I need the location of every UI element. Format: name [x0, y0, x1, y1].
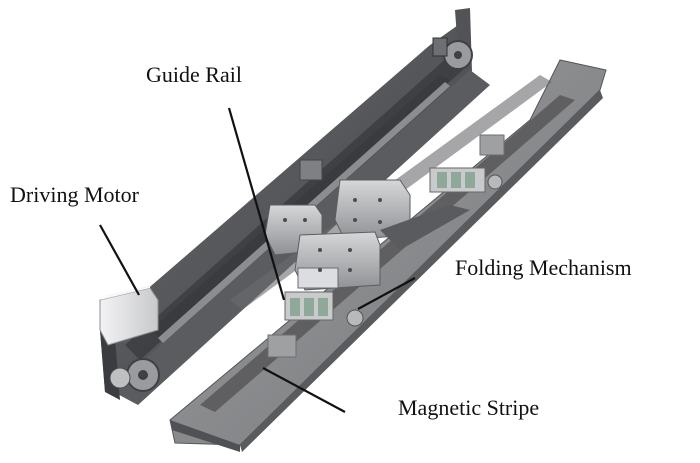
pulley-icon-rear — [432, 37, 473, 70]
leader-magnetic-stripe — [262, 367, 346, 413]
leader-driving-motor — [99, 224, 140, 296]
pulley-icon — [109, 358, 160, 392]
guide-rail-label: Guide Rail — [146, 62, 242, 87]
spring-icon-rear — [429, 167, 503, 193]
spring-icon — [284, 291, 364, 327]
driving-motor-label: Driving Motor — [10, 182, 139, 207]
pad-rear — [479, 134, 505, 156]
bracket — [299, 159, 323, 181]
pad-front — [267, 334, 297, 358]
folding-mechanism-label: Folding Mechanism — [455, 255, 632, 280]
motor-icon — [99, 285, 159, 346]
leader-guide-rail — [227, 107, 286, 301]
guide-block-icon — [264, 179, 470, 291]
leader-lines — [99, 107, 416, 413]
leader-folding-mechanism — [357, 277, 416, 310]
magnetic-stripe-label: Magnetic Stripe — [398, 395, 540, 420]
